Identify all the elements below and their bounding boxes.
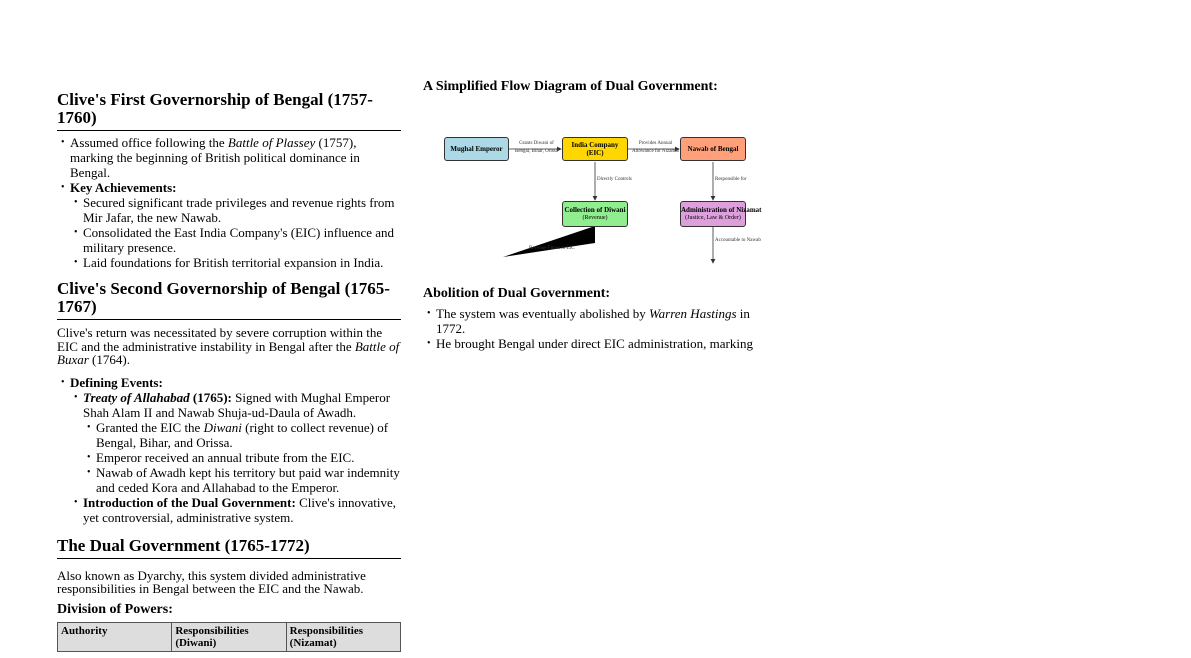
dual-government-heading: The Dual Government (1765-1772) (57, 536, 401, 559)
table-header-cell: Responsibilities (Diwani) (171, 621, 287, 652)
battle-plassey: Battle of Plassey (227, 135, 316, 150)
edge-label: Grants Diwani of Bengal, Bihar, Orissa (515, 141, 558, 155)
text: Clive's return was necessitated by sever… (57, 325, 383, 354)
second-governorship-section: Clive's Second Governorship of Bengal (1… (57, 280, 401, 525)
text: (right to collect revenue) of Bengal, Bi… (96, 419, 389, 450)
dual-government-flow-diagram: Mughal Emperor India Company (EIC) Nawab… (423, 101, 768, 271)
edge-label-line: Allowance for Nizamat (632, 149, 679, 154)
list-item: Defining Events: Treaty of Allahabad (17… (57, 375, 401, 525)
edge-label-line: Provides Annual (638, 141, 673, 146)
first-governorship-heading: Clive's First Governorship of Bengal (17… (57, 91, 401, 131)
list-item: He brought Bengal under direct EIC admin… (423, 336, 768, 351)
list-item: Emperor received an annual tribute from … (83, 450, 401, 465)
node-sublabel: (Justice, Law & Order) (685, 215, 741, 221)
text: Clive's innovative, yet controversial, a… (83, 494, 397, 525)
edge-label-line: Grants Diwani of (519, 141, 554, 146)
text: (1765): (189, 389, 232, 405)
second-governorship-heading: Clive's Second Governorship of Bengal (1… (57, 280, 401, 320)
node-mughal-emperor: Mughal Emperor (444, 137, 509, 161)
node-label: Collection of Diwani (564, 206, 626, 214)
first-governorship-section: Clive's First Governorship of Bengal (17… (57, 91, 401, 270)
dual-government-section: The Dual Government (1765-1772) Also kno… (56, 536, 402, 652)
list-item: Granted the EIC the Diwani (right to col… (83, 420, 401, 450)
right-column: A Simplified Flow Diagram of Dual Govern… (423, 79, 768, 357)
list-item: The system was eventually abolished by W… (423, 306, 768, 336)
node-east-india-company: India Company (EIC) (562, 137, 628, 161)
defining-events-list: Defining Events: Treaty of Allahabad (17… (57, 375, 401, 525)
table-header-cell: Authority (56, 621, 173, 652)
node-sublabel: (Revenue) (582, 215, 608, 221)
node-collection-of-diwani: Collection of Diwani(Revenue) (562, 201, 628, 227)
left-column: Clive's First Governorship of Bengal (17… (56, 91, 402, 658)
abolition-heading: Abolition of Dual Government: (423, 286, 611, 301)
achievements-list: Secured significant trade privileges and… (70, 195, 401, 270)
table-header-row: Authority Responsibilities (Diwani) Resp… (56, 621, 402, 652)
list-item: Key Achievements: Secured significant tr… (57, 180, 401, 270)
defining-events-label: Defining Events: (70, 374, 163, 390)
division-of-powers-heading: Division of Powers: (57, 601, 173, 617)
first-governorship-list: Assumed office following the Battle of P… (57, 135, 401, 270)
warren-hastings: Warren Hastings (649, 306, 737, 321)
text: (1757), marking the beginning of British… (70, 135, 360, 180)
node-label: Nawab of Bengal (687, 145, 739, 153)
node-administration-of-nizamat: Administration of Nizamat(Justice, Law &… (680, 201, 762, 227)
diwani-term: Diwani (203, 419, 242, 435)
key-achievements-label: Key Achievements: (70, 180, 177, 195)
edge-label-line: Bengal, Bihar, Orissa (515, 149, 558, 154)
list-item: Nawab of Awadh kept his territory but pa… (83, 465, 401, 495)
text: in 1772. (436, 306, 750, 336)
list-item: Assumed office following the Battle of P… (57, 135, 401, 180)
table-header-cell: Responsibilities (Nizamat) (285, 621, 402, 652)
list-item: Consolidated the East India Company's (E… (70, 225, 401, 255)
edge-revenue-flows (503, 226, 595, 257)
text: Signed with Mughal Emperor Shah Alam II … (83, 389, 391, 420)
edge-label: Revenue Flows to EIC (529, 246, 575, 251)
node-nawab-of-bengal: Nawab of Bengal (680, 137, 746, 161)
text: The system was eventually abolished by (436, 306, 650, 321)
text: Assumed office following the (70, 135, 228, 150)
text: (1764). (88, 352, 130, 367)
edge-label: Directly Controls (597, 177, 632, 182)
list-item: Introduction of the Dual Government: Cli… (70, 495, 401, 525)
edge-label: Accountable to Nawab (715, 238, 761, 243)
edge-label: Responsible for (715, 177, 747, 182)
list-item: Treaty of Allahabad (1765): Signed with … (70, 390, 401, 495)
node-label: Administration of Nizamat (681, 206, 762, 214)
diagram-edges (503, 146, 716, 264)
abolition-list: The system was eventually abolished by W… (423, 306, 768, 351)
list-item: Laid foundations for British territorial… (70, 255, 401, 270)
list-item: Secured significant trade privileges and… (70, 195, 401, 225)
division-of-powers-table: Authority Responsibilities (Diwani) Resp… (56, 621, 402, 652)
dual-government-intro: Also known as Dyarchy, this system divid… (57, 567, 366, 596)
battle-buxar: Battle of Buxar (57, 338, 400, 367)
text: Granted the EIC the (96, 419, 204, 435)
node-label: Mughal Emperor (450, 145, 503, 153)
dual-government-label: Introduction of the Dual Government: (83, 494, 296, 510)
events-list: Treaty of Allahabad (1765): Signed with … (70, 390, 401, 525)
abolition-section: Abolition of Dual Government: The system… (423, 286, 768, 351)
diagram-heading: A Simplified Flow Diagram of Dual Govern… (423, 79, 718, 94)
treaty-name: Treaty of Allahabad (83, 389, 190, 405)
second-governorship-intro: Clive's return was necessitated by sever… (57, 326, 401, 367)
node-label: India Company (EIC) (571, 141, 619, 157)
treaty-terms-list: Granted the EIC the Diwani (right to col… (83, 420, 401, 495)
